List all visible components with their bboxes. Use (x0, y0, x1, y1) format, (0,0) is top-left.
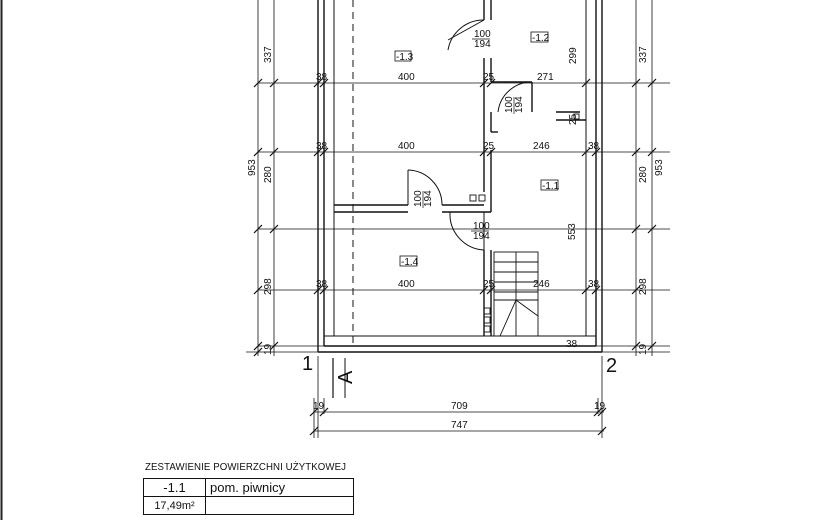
door-top (447, 19, 485, 51)
svg-text:100: 100 (473, 221, 490, 232)
svg-text:19: 19 (594, 401, 606, 412)
svg-text:953: 953 (654, 159, 665, 176)
dimension-room-1-1-height: 553 (567, 223, 578, 240)
dimension-overall: 19 709 19 747 (313, 401, 606, 431)
svg-text:100: 100 (474, 29, 491, 40)
room-label-1-2: -1.2 (530, 31, 550, 44)
room-label-1-4: -1.4 (399, 255, 419, 268)
door-middle-right (497, 81, 533, 113)
svg-text:271: 271 (537, 72, 554, 83)
svg-text:246: 246 (533, 279, 550, 290)
svg-text:709: 709 (451, 401, 468, 412)
svg-text:25: 25 (483, 72, 495, 83)
dimension-lines (246, 0, 670, 438)
svg-text:38: 38 (588, 279, 600, 290)
dimension-row-1: 38 400 25 271 (316, 72, 554, 83)
svg-text:100: 100 (504, 96, 515, 113)
svg-text:25: 25 (483, 141, 495, 152)
svg-text:100: 100 (413, 190, 424, 207)
room-area-cell: 17,49m² (143, 496, 206, 515)
svg-text:-1.1: -1.1 (542, 181, 560, 192)
dimension-row-3: 38 400 25 246 38 (316, 279, 600, 290)
dimension-row-2: 38 400 25 246 38 (316, 141, 600, 152)
room-label-1-1: -1.1 (540, 179, 560, 192)
svg-text:953: 953 (247, 159, 258, 176)
svg-text:194: 194 (423, 190, 434, 207)
section-marker: A (332, 358, 357, 398)
room-area-note-cell (205, 496, 354, 515)
svg-text:747: 747 (451, 420, 468, 431)
svg-text:280: 280 (263, 166, 274, 183)
table-row: 17,49m² (143, 496, 354, 515)
vent-shafts (469, 113, 580, 333)
axis-label-1: 1 (302, 353, 313, 375)
svg-text:337: 337 (638, 46, 649, 63)
svg-text:298: 298 (263, 278, 274, 295)
svg-text:400: 400 (398, 72, 415, 83)
svg-text:-1.4: -1.4 (401, 257, 419, 268)
dimension-small-gap: 25 (568, 113, 579, 125)
section-marker-label: A (335, 370, 357, 384)
svg-text:-1.3: -1.3 (396, 52, 414, 63)
svg-text:400: 400 (398, 141, 415, 152)
dimension-left-segments: 337 280 298 19 953 (247, 46, 274, 355)
area-summary-table: -1.1 pom. piwnicy 17,49m² (143, 478, 354, 515)
room-name-cell: pom. piwnicy (205, 478, 354, 497)
door-middle-left (407, 169, 443, 206)
svg-text:280: 280 (638, 166, 649, 183)
svg-text:19: 19 (313, 401, 325, 412)
table-row: -1.1 pom. piwnicy (143, 478, 354, 497)
svg-text:400: 400 (398, 279, 415, 290)
svg-text:194: 194 (473, 231, 490, 242)
svg-text:194: 194 (474, 39, 491, 50)
room-label-1-3: -1.3 (394, 50, 414, 63)
door-label-middle-right: 100 194 (504, 96, 525, 114)
dimension-ticks (253, 78, 657, 436)
svg-text:246: 246 (533, 141, 550, 152)
axis-label-2: 2 (606, 355, 617, 377)
dimension-right-segments: 337 280 298 19 953 (638, 46, 665, 355)
room-code-cell: -1.1 (143, 478, 206, 497)
svg-text:337: 337 (263, 46, 274, 63)
door-label-top: 100 194 (472, 29, 491, 50)
dimension-bottom-right: 38 (566, 339, 578, 350)
interior-walls (334, 0, 586, 336)
svg-text:194: 194 (514, 96, 525, 113)
svg-text:38: 38 (316, 72, 328, 83)
exterior-walls (317, 0, 603, 353)
svg-text:25: 25 (483, 279, 495, 290)
svg-text:38: 38 (588, 141, 600, 152)
svg-text:19: 19 (638, 343, 649, 355)
svg-text:-1.2: -1.2 (532, 33, 550, 44)
svg-text:298: 298 (638, 278, 649, 295)
door-label-middle-left: 100 194 (413, 190, 434, 208)
svg-text:38: 38 (316, 279, 328, 290)
svg-text:38: 38 (316, 141, 328, 152)
summary-caption: ZESTAWIENIE POWIERZCHNI UŻYTKOWEJ (145, 461, 347, 473)
svg-text:19: 19 (263, 343, 274, 355)
staircase (493, 251, 539, 337)
door-label-lower: 100 194 (471, 221, 490, 242)
dimension-room-1-2-height: 299 (568, 47, 579, 64)
